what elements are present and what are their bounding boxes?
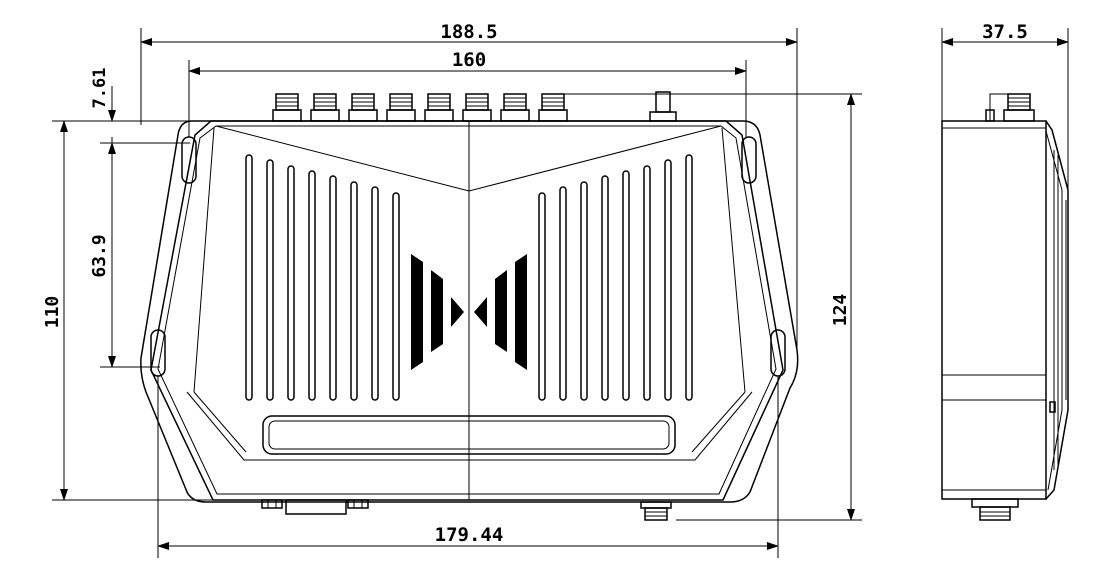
dim-slot-spacing: 63.9 xyxy=(89,234,110,277)
vent-slots-left xyxy=(245,154,400,401)
bottom-antenna-port xyxy=(640,501,672,521)
mount-slot-top-right xyxy=(741,136,757,184)
dim-body-height: 110 xyxy=(42,296,63,329)
dim-mount-spacing: 160 xyxy=(452,49,486,71)
serial-port xyxy=(261,499,369,515)
side-vent-ticks xyxy=(1053,150,1067,470)
dimension-labels: 188.5 160 7.61 63.9 110 124 179.44 37.5 xyxy=(42,21,1028,546)
lower-bevel-left xyxy=(186,391,469,461)
panel-left-edge xyxy=(193,127,215,393)
panel-right-edge xyxy=(721,127,746,393)
dim-top-offset: 7.61 xyxy=(90,68,110,109)
side-bevel xyxy=(1045,120,1069,500)
vent-slots-right xyxy=(538,154,693,401)
panel-bottom-right xyxy=(691,391,746,453)
housing-inner-edge xyxy=(157,125,777,495)
dim-side-depth: 37.5 xyxy=(982,21,1028,43)
side-body xyxy=(941,120,1047,500)
panel-bottom-left xyxy=(193,391,247,453)
lower-bevel-right xyxy=(469,391,753,461)
mounting-flange xyxy=(140,120,799,503)
led-light-bar xyxy=(262,415,676,455)
side-view xyxy=(941,93,1069,521)
power-connector xyxy=(649,91,677,122)
dim-total-height: 124 xyxy=(830,294,851,327)
dimension-lines xyxy=(52,28,1069,558)
housing-outline xyxy=(150,120,784,501)
brand-logo-icon xyxy=(411,254,527,370)
led-light-bar-inner xyxy=(268,420,670,450)
side-top-connector xyxy=(985,93,1035,122)
dim-overall-width: 188.5 xyxy=(440,21,497,43)
antenna-ports xyxy=(272,93,568,122)
front-view xyxy=(140,91,799,521)
dim-bottom-width: 179.44 xyxy=(435,524,504,546)
side-bottom-connector xyxy=(971,498,1019,521)
